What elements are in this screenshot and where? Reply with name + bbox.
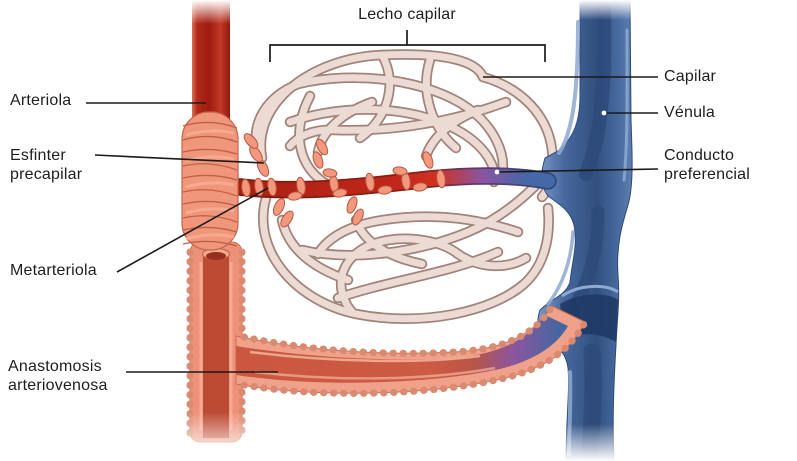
label-capilar: Capilar [664,68,717,85]
label-anastomosis-arteriovenosa: Anastomosis arteriovenosa [8,358,108,394]
anastomosis-vessel [235,304,588,397]
label-esfinter-precapilar: Esfinter precapilar [10,147,83,183]
arteriole-vessel [181,0,239,251]
leader-lines [86,76,659,373]
label-metarteriola: Metarteriola [10,262,97,279]
diagram-title: Lecho capilar [358,6,456,23]
vessel-fades [180,0,644,461]
leader-line-dots [494,110,607,175]
arteriole-lower-cut-vessel [186,241,246,443]
metarteriole-channel [231,167,557,199]
lecho-capilar-bracket [269,30,546,62]
metarteriola-leader-line [116,187,269,273]
esfinter-leader-line [94,154,265,164]
label-venula: Vénula [664,104,716,121]
label-conducto-preferencial: Conducto preferencial [664,147,751,183]
conducto-leader-line [496,168,659,173]
capillary-network [250,49,559,324]
label-arteriola: Arteriola [10,92,72,109]
precapillary-sphincters [241,133,446,228]
